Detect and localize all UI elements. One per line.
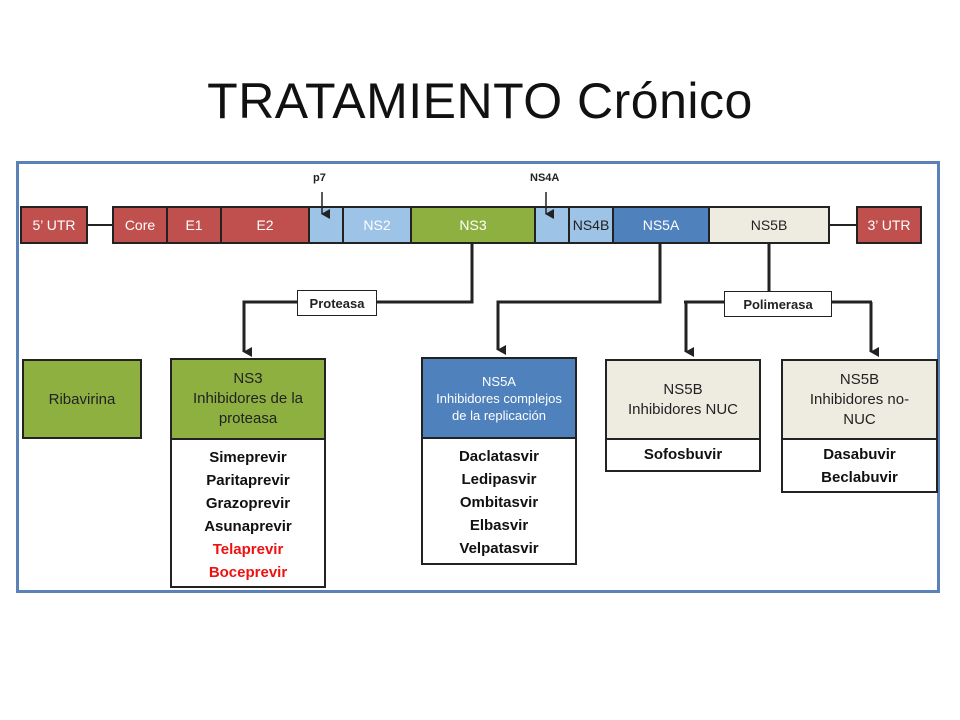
ns3-header-line: proteasa	[218, 410, 278, 427]
ns3-header-line: Inhibidores de la	[192, 390, 304, 407]
ns5a-drug-list: Daclatasvir Ledipasvir Ombitasvir Elbasv…	[423, 439, 575, 560]
ns3-drug-list: Simeprevir Paritaprevir Grazoprevir Asun…	[172, 440, 324, 584]
ns5b-nuc-header: NS5B Inhibidores NUC	[607, 361, 759, 440]
drug-item: Sofosbuvir	[643, 446, 723, 463]
ribavirina-box: Ribavirina	[22, 359, 142, 439]
ns3-header-line: NS3	[233, 370, 263, 387]
p7-label: p7	[313, 172, 326, 184]
drug-item: Paritaprevir	[206, 472, 290, 489]
drug-item-withdrawn: Boceprevir	[208, 564, 288, 581]
ns3-box-header: NS3 Inhibidores de la proteasa	[172, 360, 324, 440]
segment-e1: E1	[166, 206, 222, 244]
ns5a-header-line: Inhibidores complejos	[436, 390, 562, 406]
drug-item: Dasabuvir	[823, 446, 896, 463]
segment-core: Core	[112, 206, 168, 244]
drug-item: Ombitasvir	[459, 494, 539, 511]
drug-item: Velpatasvir	[459, 540, 539, 557]
drug-item: Ledipasvir	[461, 471, 537, 488]
ribavirina-label: Ribavirina	[48, 390, 116, 408]
segment-ns2: NS2	[342, 206, 412, 244]
ns3-inhibitor-box: NS3 Inhibidores de la proteasa Simeprevi…	[170, 358, 326, 588]
ns5a-header-line: NS5A	[482, 373, 516, 389]
genome-backbone-right	[830, 224, 856, 226]
ns5b-non-nuc-header: NS5B Inhibidores no- NUC	[783, 361, 936, 440]
slide-title: TRATAMIENTO Crónico	[207, 73, 753, 129]
ns5a-connector	[496, 244, 662, 350]
segment-5utr: 5’ UTR	[20, 206, 88, 244]
ns5b-nuc-header-line: Inhibidores NUC	[627, 400, 739, 418]
drug-item: Beclabuvir	[821, 469, 898, 486]
drug-item: Elbasvir	[469, 517, 529, 534]
polimerasa-label: Polimerasa	[724, 291, 832, 317]
segment-ns4b: NS4B	[568, 206, 614, 244]
segment-ns5a: NS5A	[612, 206, 710, 244]
ns5a-box-header: NS5A Inhibidores complejos de la replica…	[423, 359, 575, 439]
drug-item: Asunaprevir	[204, 518, 292, 535]
genome-backbone-left	[88, 224, 112, 226]
ns5a-inhibitor-box: NS5A Inhibidores complejos de la replica…	[421, 357, 577, 565]
drug-item-withdrawn: Telaprevir	[212, 541, 284, 558]
drug-item: Daclatasvir	[458, 448, 540, 465]
ns5b-nuc-header-line: NS5B	[663, 380, 703, 398]
drug-item: Grazoprevir	[205, 495, 291, 512]
segment-ns3: NS3	[410, 206, 536, 244]
ns5b-nuc-box: NS5B Inhibidores NUC Sofosbuvir	[605, 359, 761, 472]
ns4a-label: NS4A	[530, 172, 560, 184]
ns5b-non-nuc-drug-list: Dasabuvir Beclabuvir	[783, 440, 936, 489]
ns5b-nuc-drug-list: Sofosbuvir	[607, 440, 759, 466]
ns5b-non-nuc-box: NS5B Inhibidores no- NUC Dasabuvir Becla…	[781, 359, 938, 493]
ns5a-header-line: de la replicación	[452, 407, 546, 423]
ns5b-non-nuc-header-line: NS5B	[839, 370, 880, 388]
diagram-frame	[16, 161, 940, 593]
ns5b-non-nuc-header-line: Inhibidores no-	[809, 390, 910, 408]
segment-3utr: 3’ UTR	[856, 206, 922, 244]
proteasa-label: Proteasa	[297, 290, 377, 316]
drug-item: Simeprevir	[209, 449, 287, 466]
ns5b-non-nuc-header-line: NUC	[843, 410, 876, 428]
segment-e2: E2	[220, 206, 310, 244]
segment-ns5b: NS5B	[708, 206, 830, 244]
